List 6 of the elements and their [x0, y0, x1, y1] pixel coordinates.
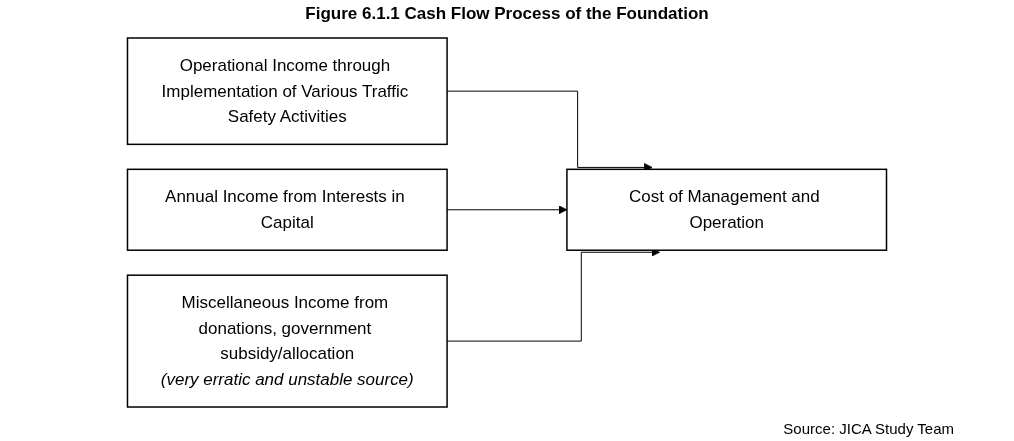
node-box: Annual Income from Interests in Capital — [126, 168, 448, 251]
figure-title: Figure 6.1.1 Cash Flow Process of the Foundation — [304, 4, 710, 24]
node-box: Cost of Management and Operation — [566, 168, 888, 251]
source-note: Source: JICA Study Team — [783, 420, 954, 437]
node-box: Miscellaneous Income from donations, government subsidy/allocation (very erratic and unstable source) — [126, 274, 448, 408]
node-box: Operational Income through Implementation of Various Traffic Safety Activities — [126, 37, 448, 146]
